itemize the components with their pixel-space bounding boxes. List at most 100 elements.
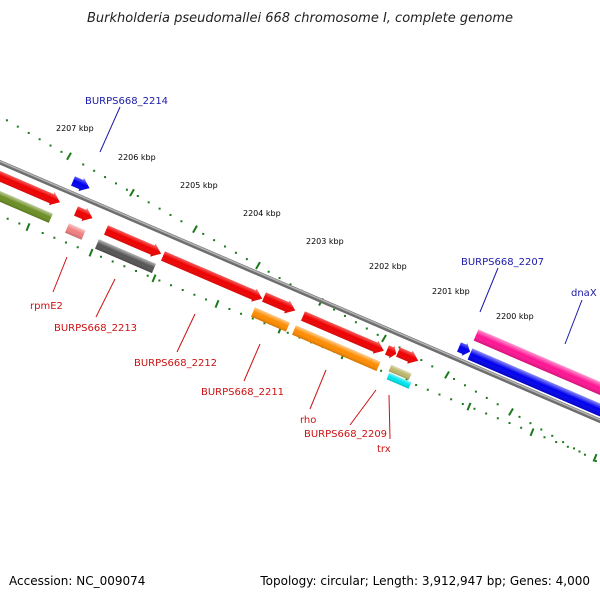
callout-line (176, 313, 196, 353)
minor-tick (354, 321, 357, 324)
gene-feature[interactable] (395, 346, 421, 368)
minor-tick (583, 453, 586, 456)
minor-tick (431, 365, 434, 368)
minor-tick (485, 396, 488, 399)
minor-tick (415, 384, 418, 387)
minor-tick (398, 346, 401, 349)
minor-tick (463, 384, 466, 387)
minor-tick (344, 314, 347, 317)
minor-tick (6, 217, 9, 220)
minor-tick (426, 388, 429, 391)
minor-tick (473, 407, 476, 410)
callout-line (95, 278, 116, 318)
callout-line (99, 106, 121, 153)
minor-tick (562, 441, 565, 444)
minor-tick (508, 422, 511, 425)
minor-tick (376, 333, 379, 336)
gene-feature[interactable] (384, 344, 399, 361)
major-tick (66, 152, 72, 161)
gene-feature[interactable] (300, 310, 386, 358)
accession-text: Accession: NC_009074 (9, 574, 146, 588)
gene-feature-rpme2[interactable] (65, 223, 86, 240)
outer-tick-row (5, 119, 597, 463)
minor-tick (104, 176, 107, 179)
minor-tick (461, 403, 464, 406)
gene-label-burps668-2209: BURPS668_2209 (304, 429, 387, 440)
tick-label: 2206 kbp (118, 153, 156, 162)
gene-feature-burps668-2212[interactable] (160, 250, 265, 306)
minor-tick (278, 277, 281, 280)
callout-line (564, 299, 583, 345)
callout-line (309, 369, 327, 410)
gene-feature-burps668-2209[interactable] (388, 364, 412, 380)
minor-tick (147, 201, 150, 204)
minor-tick (520, 426, 523, 429)
minor-tick (65, 241, 68, 244)
minor-tick (27, 131, 30, 134)
gene-feature-dnax[interactable] (467, 348, 600, 419)
minor-tick (251, 317, 254, 320)
major-tick (444, 370, 450, 379)
callout-line (349, 389, 377, 426)
gene-feature[interactable] (261, 291, 298, 317)
minor-tick (529, 422, 532, 425)
tick-label: 2200 kbp (496, 312, 534, 321)
major-tick (214, 299, 220, 309)
minor-tick (263, 322, 266, 325)
gene-label-burps668-2214: BURPS668_2214 (85, 96, 168, 107)
minor-tick (181, 289, 184, 292)
minor-tick (49, 144, 52, 147)
gene-feature-burps668-2211[interactable] (251, 307, 290, 332)
gene-feature[interactable] (73, 205, 95, 225)
minor-tick (38, 138, 41, 141)
gene-feature-burps668-2213[interactable] (95, 239, 156, 274)
minor-tick (289, 283, 292, 286)
callout-line (243, 343, 261, 382)
minor-tick (496, 403, 499, 406)
gene-feature[interactable] (103, 224, 164, 261)
minor-tick (170, 284, 173, 287)
minor-tick (267, 270, 270, 273)
minor-tick (41, 232, 44, 235)
map-title: Burkholderia pseudomallei 668 chromosome… (87, 11, 513, 26)
minor-tick (485, 412, 488, 415)
major-tick (508, 407, 514, 416)
tick-labels: 2207 kbp 2206 kbp 2205 kbp 2204 kbp 2203… (56, 124, 534, 321)
gene-feature-rho[interactable] (292, 325, 381, 371)
minor-tick (228, 308, 231, 311)
gene-label-burps668-2212: BURPS668_2212 (134, 358, 217, 369)
major-tick (381, 334, 387, 343)
gene-feature[interactable] (0, 188, 53, 223)
gene-feature-burps668-2214[interactable] (70, 175, 92, 195)
gene-feature-trx[interactable] (386, 372, 412, 389)
minor-tick (566, 445, 569, 448)
minor-tick (380, 369, 383, 372)
minor-tick (540, 428, 543, 431)
minor-tick (180, 220, 183, 223)
minor-tick (125, 188, 128, 191)
gene-feature[interactable] (0, 167, 63, 209)
minor-tick (286, 331, 289, 334)
tick-label: 2202 kbp (369, 262, 407, 271)
callout-line (52, 256, 68, 293)
minor-tick (551, 434, 554, 437)
minor-tick (555, 441, 558, 444)
gene-feature[interactable] (456, 341, 473, 359)
gene-feature-burps668-2207[interactable] (473, 329, 600, 400)
minor-tick (245, 258, 248, 261)
major-tick (592, 453, 598, 462)
minor-tick (453, 378, 456, 381)
tick-label: 2201 kbp (432, 287, 470, 296)
minor-tick (5, 119, 8, 122)
minor-tick (136, 195, 139, 198)
minor-tick (518, 415, 521, 418)
minor-tick (76, 246, 79, 249)
minor-tick (111, 260, 114, 263)
major-tick (151, 274, 157, 283)
major-tick (192, 225, 198, 234)
chromosome-backbone (0, 159, 600, 424)
tick-label: 2204 kbp (243, 209, 281, 218)
gene-label-burps668-2213: BURPS668_2213 (54, 323, 137, 334)
minor-tick (169, 213, 172, 216)
gene-label-dnax: dnaX (571, 288, 597, 299)
